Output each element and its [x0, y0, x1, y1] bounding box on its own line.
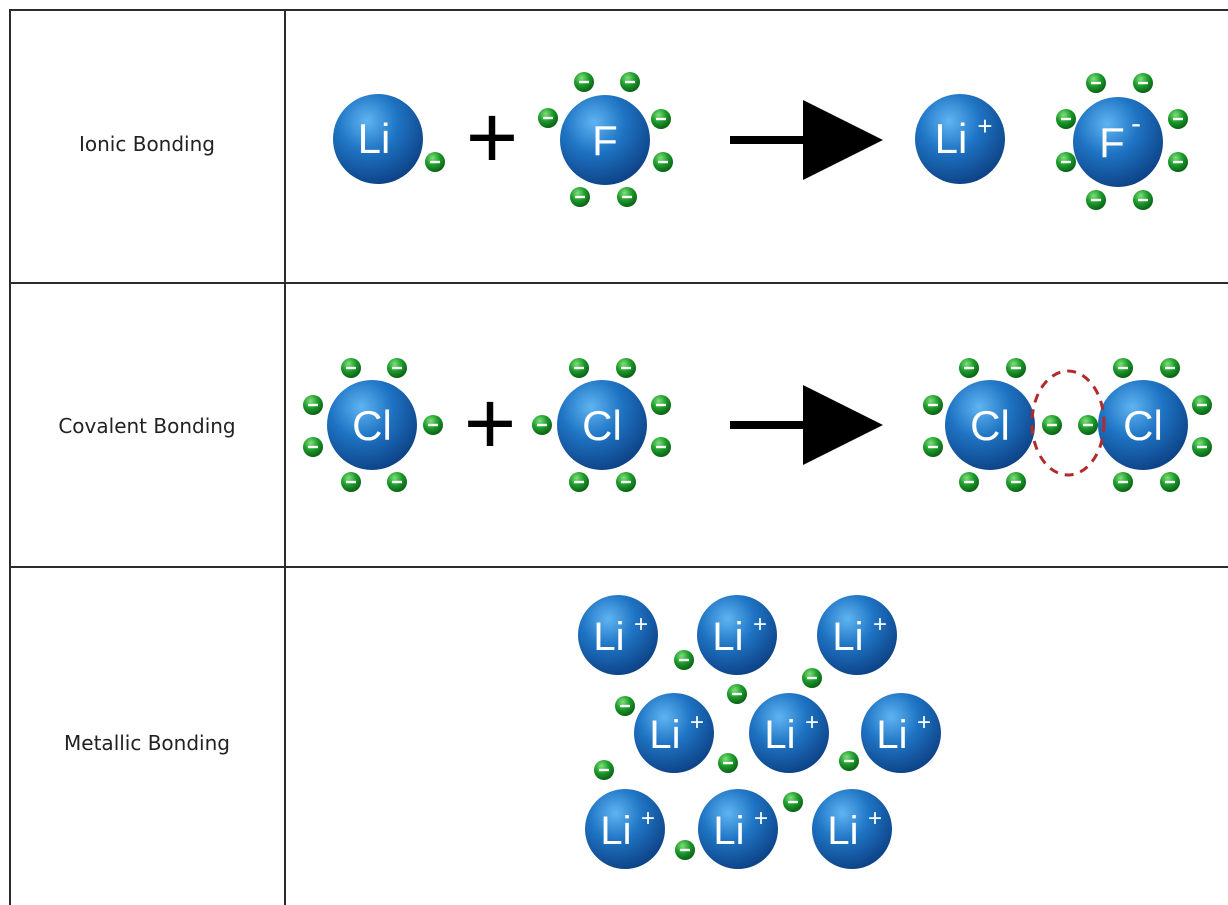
metal-ion: Li +: [634, 693, 714, 773]
svg-text:+: +: [641, 805, 655, 832]
atom-li: Li: [333, 94, 423, 184]
atom-symbol: F: [592, 117, 618, 164]
svg-text:+: +: [753, 611, 767, 638]
svg-text:Li: Li: [832, 615, 863, 659]
plus-sign: +: [464, 374, 517, 474]
metal-ion: Li +: [697, 595, 777, 675]
ion-symbol: Li: [935, 115, 968, 162]
shared-pair-outline: [1030, 369, 1106, 477]
atom-symbol: Cl: [352, 402, 392, 449]
row-divider-1: [9, 282, 1228, 284]
svg-text:+: +: [868, 805, 882, 832]
atom-symbol: Cl: [1123, 402, 1163, 449]
svg-text:+: +: [917, 709, 931, 736]
svg-text:Li: Li: [593, 615, 624, 659]
covalent-diagram: Cl + Cl Cl: [303, 358, 1212, 492]
ion-li-plus: Li +: [915, 94, 1005, 184]
ion-symbol: F: [1099, 119, 1125, 166]
metal-ion: Li +: [817, 595, 897, 675]
metal-ion: Li +: [585, 789, 665, 869]
delocalized-electrons: [594, 650, 859, 860]
row-label-metallic: Metallic Bonding: [64, 731, 230, 755]
metal-ion: Li +: [698, 789, 778, 869]
svg-text:Li: Li: [827, 809, 858, 853]
metal-ion: Li +: [578, 595, 658, 675]
svg-text:+: +: [805, 709, 819, 736]
atom-symbol: Li: [358, 115, 391, 162]
plus-sign: +: [466, 88, 519, 188]
table-left-border: [9, 9, 11, 905]
electron: [425, 152, 445, 172]
ionic-diagram: Li + F Li + F -: [333, 72, 1188, 210]
row-label-covalent: Covalent Bonding: [58, 414, 236, 438]
molecule-cl2: Cl Cl: [945, 380, 1188, 470]
atom-symbol: Cl: [970, 402, 1010, 449]
electrons-cl-right: [532, 358, 671, 492]
atom-cl-left: Cl: [327, 380, 417, 470]
svg-text:+: +: [873, 611, 887, 638]
svg-text:Li: Li: [713, 809, 744, 853]
electrons-f: [538, 72, 673, 207]
atom-cl-right: Cl: [557, 380, 647, 470]
svg-text:+: +: [634, 611, 648, 638]
ion-f-minus: F -: [1073, 97, 1163, 187]
svg-text:Li: Li: [600, 809, 631, 853]
metal-ion: Li +: [861, 693, 941, 773]
svg-text:Li: Li: [876, 713, 907, 757]
electrons-cl-left: [303, 358, 443, 492]
atom-f: F: [560, 95, 650, 185]
ion-charge: -: [1131, 107, 1141, 140]
table-column-divider: [284, 9, 286, 905]
metal-ion: Li +: [812, 789, 892, 869]
table-top-border: [9, 9, 1228, 11]
svg-text:Li: Li: [764, 713, 795, 757]
row-divider-2: [9, 566, 1228, 568]
svg-text:+: +: [754, 805, 768, 832]
row-label-ionic: Ionic Bonding: [79, 132, 215, 156]
metal-ion: Li +: [749, 693, 829, 773]
svg-text:Li: Li: [712, 615, 743, 659]
electrons-f-minus: [1056, 73, 1188, 210]
metallic-diagram: Li + Li + Li + Li + Li + Li +: [578, 595, 941, 869]
ion-charge: +: [977, 111, 992, 141]
electrons-cl2: [923, 358, 1212, 492]
svg-text:Li: Li: [649, 713, 680, 757]
svg-text:+: +: [690, 709, 704, 736]
atom-symbol: Cl: [582, 402, 622, 449]
